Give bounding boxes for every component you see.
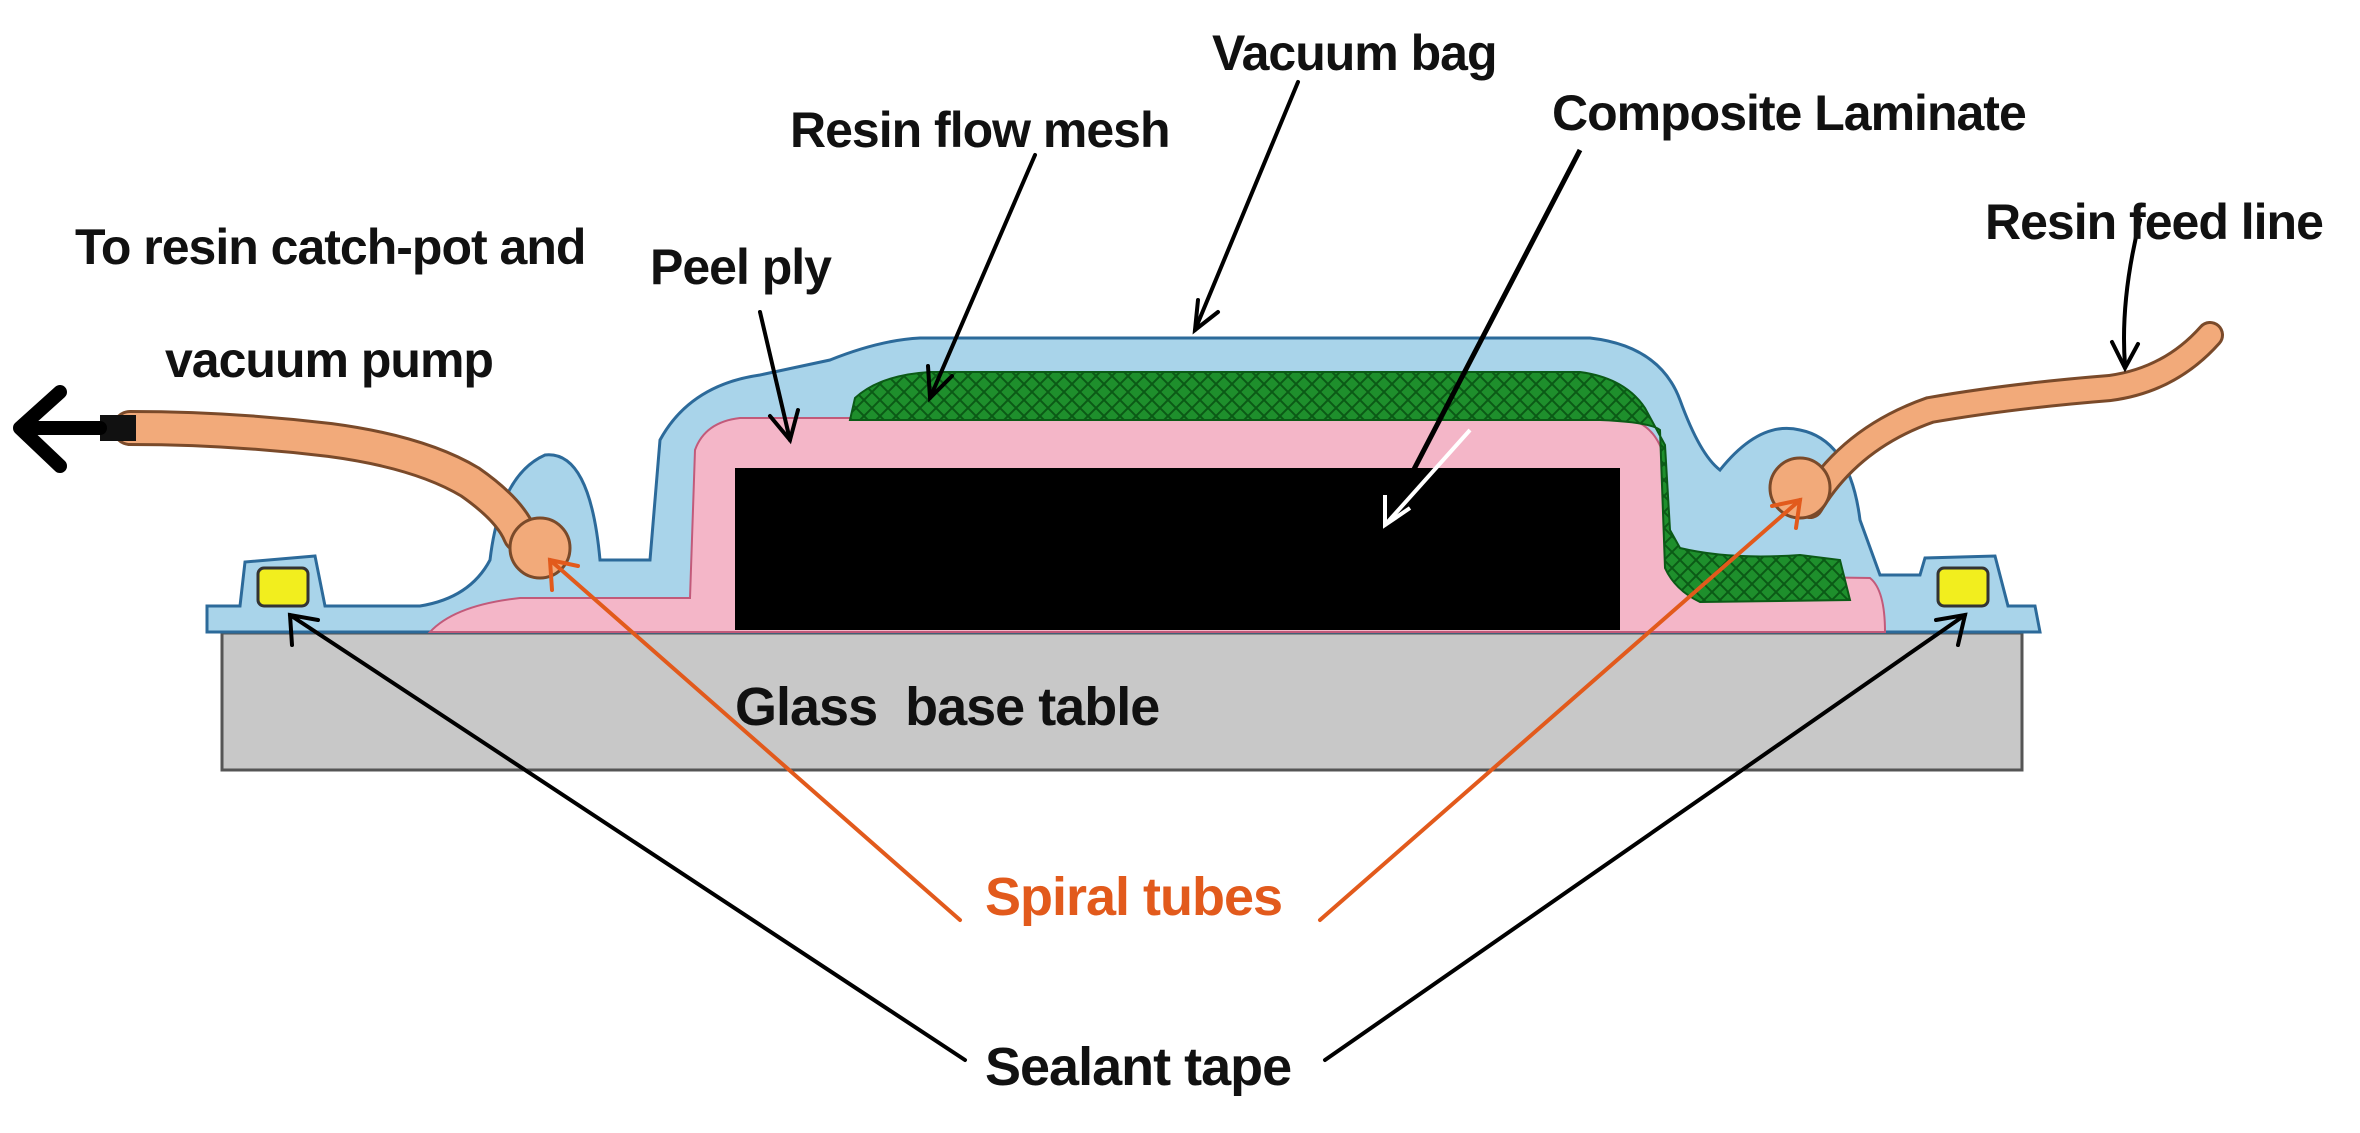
arrow-spiral-right [1318,498,1802,922]
outflow-arrow-icon [13,385,107,473]
spiral-tube-arrows [547,497,1803,922]
arrow-sealant-left [288,613,967,1062]
arrow-spiral-left [548,558,962,922]
label-composite-laminate: Composite Laminate [1552,85,2027,141]
arrow-sealant-right-head [1934,612,1968,647]
arrow-sealant-right [1323,613,1967,1062]
arrow-peel-ply [758,310,792,442]
label-spiral-tubes: Spiral tubes [985,867,1283,927]
label-peel-ply: Peel ply [650,239,832,295]
arrow-spiral-right-head [1770,497,1803,530]
arrow-resin-flow-mesh [928,153,1037,400]
sealant-tape-left [256,566,310,608]
vacuum-tube-fill [115,413,535,550]
label-vacuum-bag: Vacuum bag [1212,25,1498,81]
arrow-resin-feed-line-head [2110,340,2140,373]
resin-feed-tube-fill [1799,324,2221,516]
label-sealant-tape: Sealant tape [985,1037,1292,1097]
arrow-composite-laminate-lower [1383,428,1472,527]
arrow-sealant-left-head [287,612,320,647]
resin-feed-tube [1796,321,2224,519]
arrow-peel-ply-head [768,408,800,445]
arrow-spiral-left-head [547,557,580,592]
label-catch-pot-line2: vacuum pump [165,332,494,388]
label-resin-flow-mesh: Resin flow mesh [790,102,1171,158]
arrow-resin-feed-line [2122,218,2142,367]
arrow-vacuum-bag [1193,80,1300,332]
arrow-vacuum-bag-head [1192,298,1220,335]
glass-base-table [220,631,2024,772]
pointer-arrows [287,80,2142,1062]
resin-flow-mesh [848,371,1852,604]
label-catch-pot-line1: To resin catch-pot and [75,219,586,275]
arrow-composite-laminate-head [1383,495,1412,529]
arrow-resin-flow-mesh-head [926,364,954,403]
composite-laminate [735,468,1620,630]
sealant-tape-right [1936,566,1990,608]
arrow-composite-laminate [1382,148,1583,527]
label-resin-feed-line: Resin feed line [1985,194,2324,250]
label-glass-base-table: Glass base table [735,677,1160,737]
